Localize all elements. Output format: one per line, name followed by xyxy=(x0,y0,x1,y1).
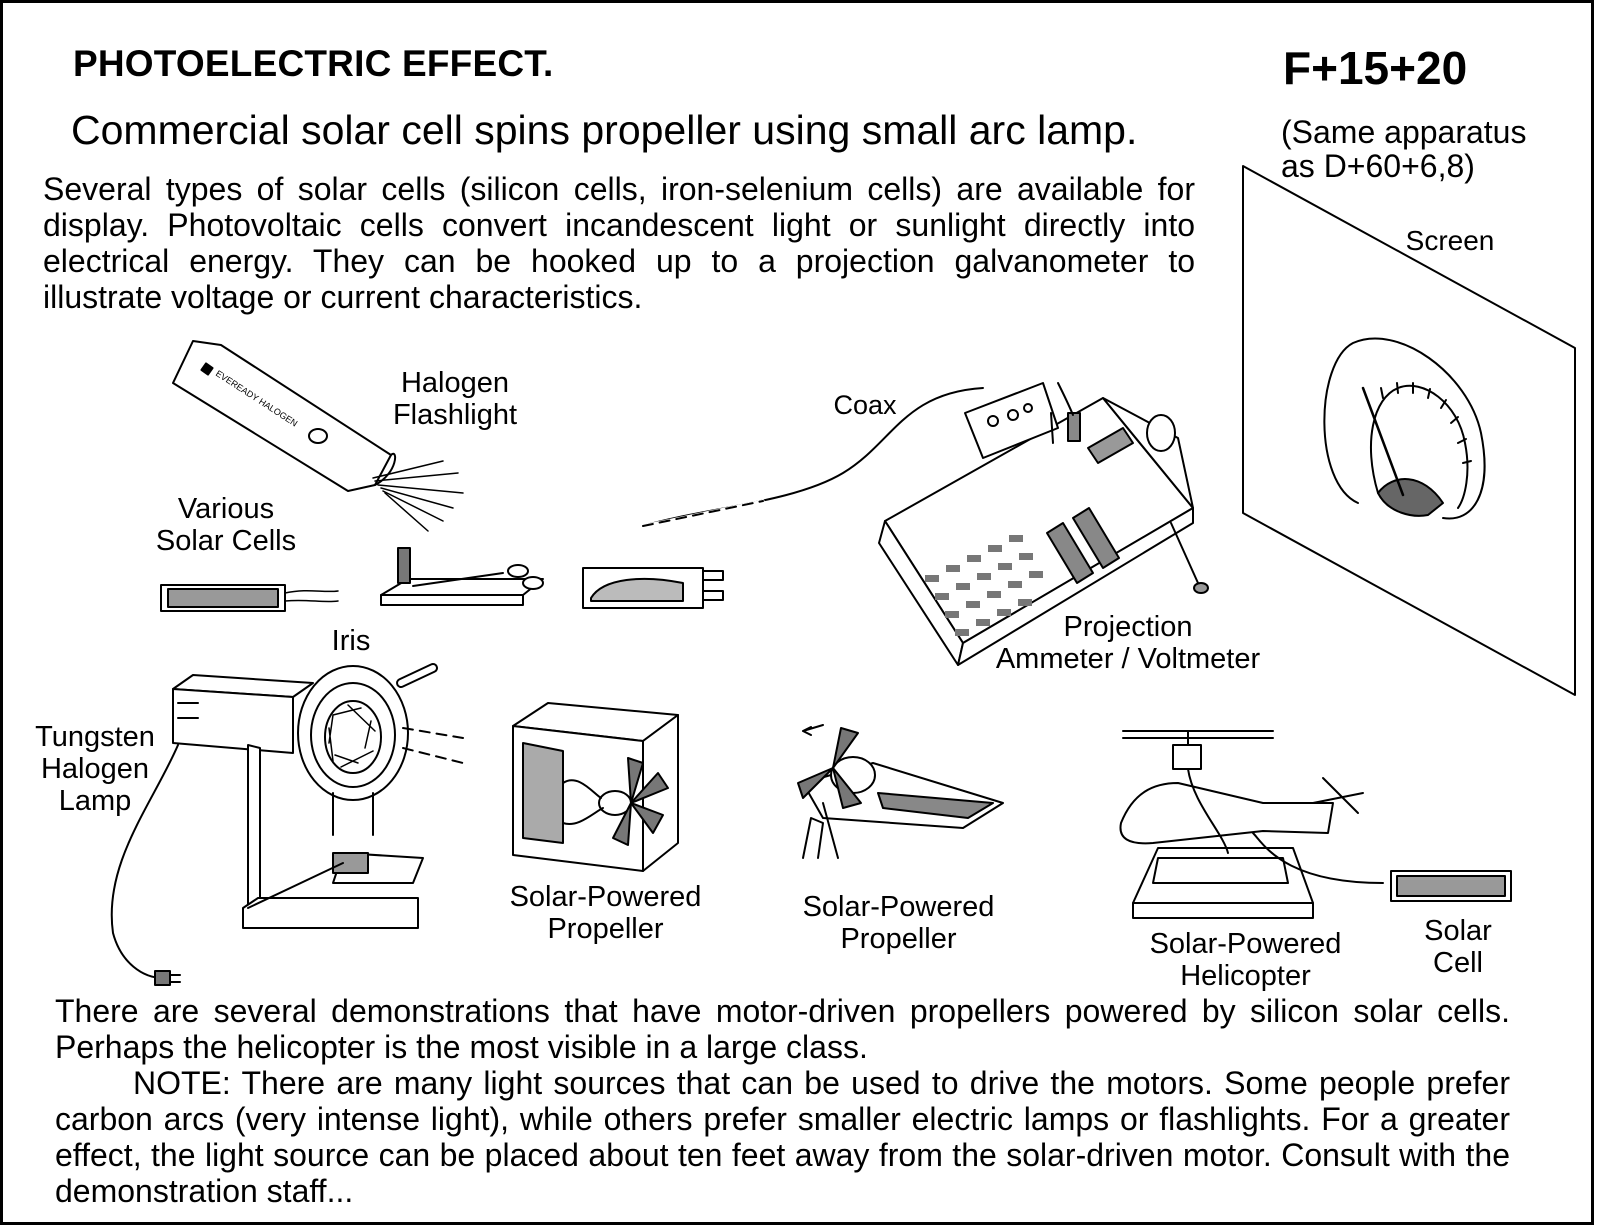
footer-paragraph-1: There are several demonstrations that ha… xyxy=(55,993,1510,1065)
label-helicopter-line1: Solar-Powered xyxy=(1149,928,1342,960)
label-solar-cell-line1: Solar xyxy=(1424,915,1492,947)
solar-cell-stand xyxy=(380,547,544,606)
solar-cell-plate xyxy=(582,567,724,609)
label-screen: Screen xyxy=(1405,225,1495,256)
propeller-cube-apparatus xyxy=(512,702,679,872)
footer-paragraph-2: NOTE: There are many light sources that … xyxy=(55,1065,1510,1209)
solar-helicopter xyxy=(1119,730,1384,919)
label-solar-cell: Solar Cell xyxy=(1408,915,1508,979)
projection-ammeter xyxy=(878,382,1209,666)
meter-dial xyxy=(1323,337,1486,520)
label-halogen-flashlight-line2: Flashlight xyxy=(392,399,518,431)
label-projection-line1: Projection xyxy=(1063,611,1193,643)
label-propeller-2-line1: Solar-Powered xyxy=(802,891,995,923)
label-various-solar-cells: Various Solar Cells xyxy=(141,493,311,557)
label-helicopter-line2: Helicopter xyxy=(1180,960,1311,992)
label-propeller-2-line2: Propeller xyxy=(840,923,957,955)
label-tungsten-line3: Lamp xyxy=(58,785,132,817)
tungsten-halogen-lamp xyxy=(110,663,464,986)
solar-cell-panel xyxy=(1390,870,1512,902)
label-propeller-1-line2: Propeller xyxy=(547,913,664,945)
label-iris: Iris xyxy=(331,625,371,657)
solar-cell-panel-small xyxy=(160,584,339,612)
label-propeller-1: Solar-Powered Propeller xyxy=(498,881,713,945)
label-halogen-flashlight-line1: Halogen xyxy=(400,367,510,399)
label-projection-line2: Ammeter / Voltmeter xyxy=(995,643,1261,675)
label-propeller-2: Solar-Powered Propeller xyxy=(791,891,1006,955)
iris-diaphragm xyxy=(297,663,438,801)
label-projection-ammeter: Projection Ammeter / Voltmeter xyxy=(978,611,1278,675)
label-propeller-1-line1: Solar-Powered xyxy=(509,881,702,913)
label-solar-cell-line2: Cell xyxy=(1433,947,1483,979)
projection-screen xyxy=(1242,165,1576,696)
label-tungsten-halogen-lamp: Tungsten Halogen Lamp xyxy=(25,721,165,817)
page-subtitle: Commercial solar cell spins propeller us… xyxy=(71,107,1138,153)
label-tungsten-line2: Halogen xyxy=(40,753,150,785)
apparatus-note-line2: as D+60+6,8) xyxy=(1281,148,1475,184)
label-various-solar-cells-line2: Solar Cells xyxy=(155,525,297,557)
page-title: PHOTOELECTRIC EFFECT. xyxy=(73,43,554,84)
label-various-solar-cells-line1: Various xyxy=(177,493,275,525)
label-helicopter: Solar-Powered Helicopter xyxy=(1138,928,1353,992)
intro-paragraph: Several types of solar cells (silicon ce… xyxy=(43,171,1195,315)
footer-text: There are several demonstrations that ha… xyxy=(55,993,1510,1209)
propeller-boat-apparatus xyxy=(797,724,1004,859)
apparatus-note-line1: (Same apparatus xyxy=(1281,114,1527,150)
apparatus-illustration: EVEREADY HALOGEN xyxy=(110,165,1576,986)
label-coax: Coax xyxy=(833,390,897,420)
demo-code: F+15+20 xyxy=(1283,42,1468,94)
apparatus-note: (Same apparatus as D+60+6,8) xyxy=(1281,115,1581,183)
label-halogen-flashlight: Halogen Flashlight xyxy=(375,367,535,431)
label-tungsten-line1: Tungsten xyxy=(35,721,155,753)
coax-dashed xyxy=(642,500,764,527)
